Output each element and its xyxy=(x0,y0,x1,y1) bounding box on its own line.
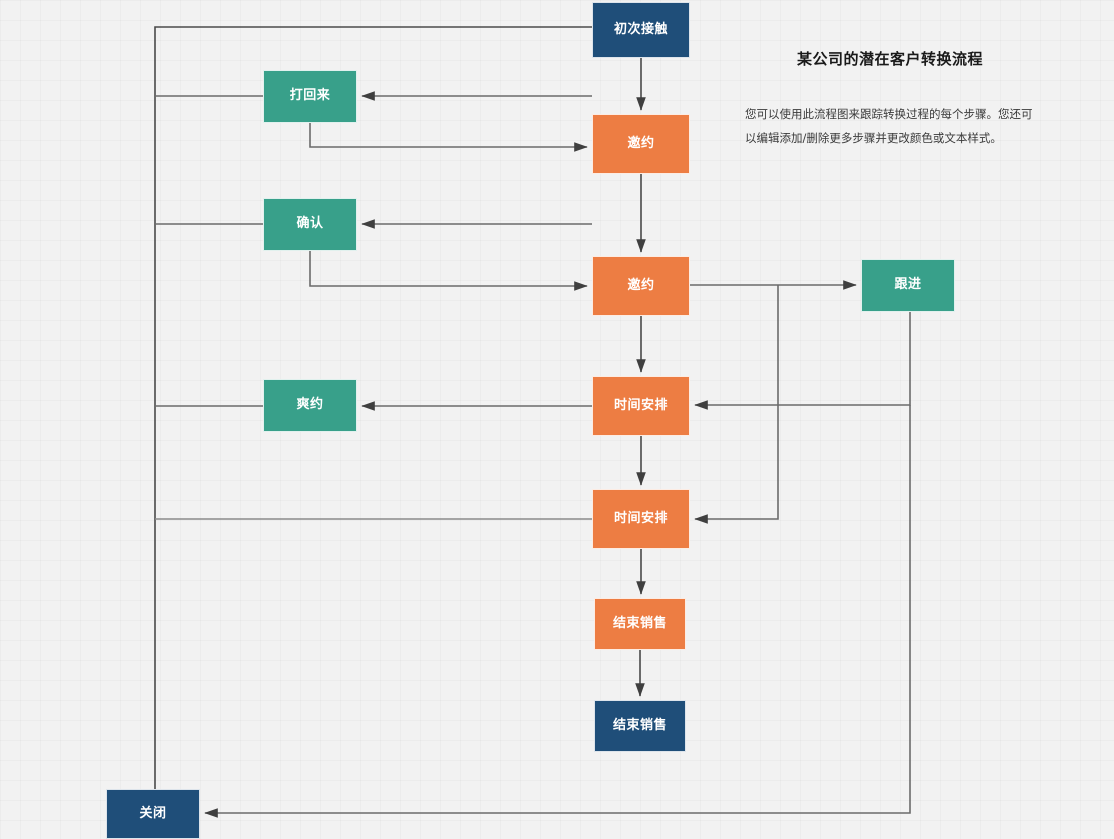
node-first-contact[interactable]: 初次接触 xyxy=(592,2,690,58)
edge-call-back-to-invite-2 xyxy=(309,123,588,152)
node-label: 时间安排 xyxy=(613,510,668,526)
edge-follow-up-to-schedule-1 xyxy=(694,312,911,410)
node-invite-1[interactable]: 邀约 xyxy=(592,114,690,174)
node-follow-up[interactable]: 跟进 xyxy=(861,259,955,312)
node-label: 打回来 xyxy=(289,88,331,104)
node-label: 跟进 xyxy=(894,277,922,293)
node-invite-2[interactable]: 邀约 xyxy=(592,256,690,316)
node-call-back[interactable]: 打回来 xyxy=(263,70,357,123)
node-label: 结束销售 xyxy=(612,615,667,631)
node-close-sale-2[interactable]: 结束销售 xyxy=(594,700,686,752)
node-label: 确认 xyxy=(296,216,324,232)
node-schedule-1[interactable]: 时间安排 xyxy=(592,376,690,436)
diagram-title: 某公司的潜在客户转换流程 xyxy=(796,50,983,68)
diagram-description: 您可以使用此流程图来跟踪转换过程的每个步骤。您还可以编辑添加/删除更多步骤并更改… xyxy=(745,107,1033,145)
edge-invite-2-to-schedule-2 xyxy=(694,285,779,524)
node-label: 初次接触 xyxy=(613,21,668,37)
node-close-sale-1[interactable]: 结束销售 xyxy=(594,598,686,650)
node-label: 结束销售 xyxy=(612,717,667,733)
edge-follow-up-to-closed xyxy=(204,519,911,818)
node-label: 关闭 xyxy=(139,805,167,821)
node-confirm[interactable]: 确认 xyxy=(263,198,357,251)
node-label: 邀约 xyxy=(627,135,655,151)
node-schedule-2[interactable]: 时间安排 xyxy=(592,489,690,549)
node-label: 时间安排 xyxy=(613,397,668,413)
title-block: 某公司的潜在客户转换流程 您可以使用此流程图来跟踪转换过程的每个步骤。您还可以编… xyxy=(745,48,1035,150)
node-label: 邀约 xyxy=(627,277,655,293)
node-closed[interactable]: 关闭 xyxy=(106,789,200,839)
node-label: 爽约 xyxy=(296,397,324,413)
edge-first-contact-to-trunk xyxy=(150,26,592,806)
node-no-show[interactable]: 爽约 xyxy=(263,379,357,432)
edge-confirm-to-invite-2 xyxy=(309,251,588,291)
